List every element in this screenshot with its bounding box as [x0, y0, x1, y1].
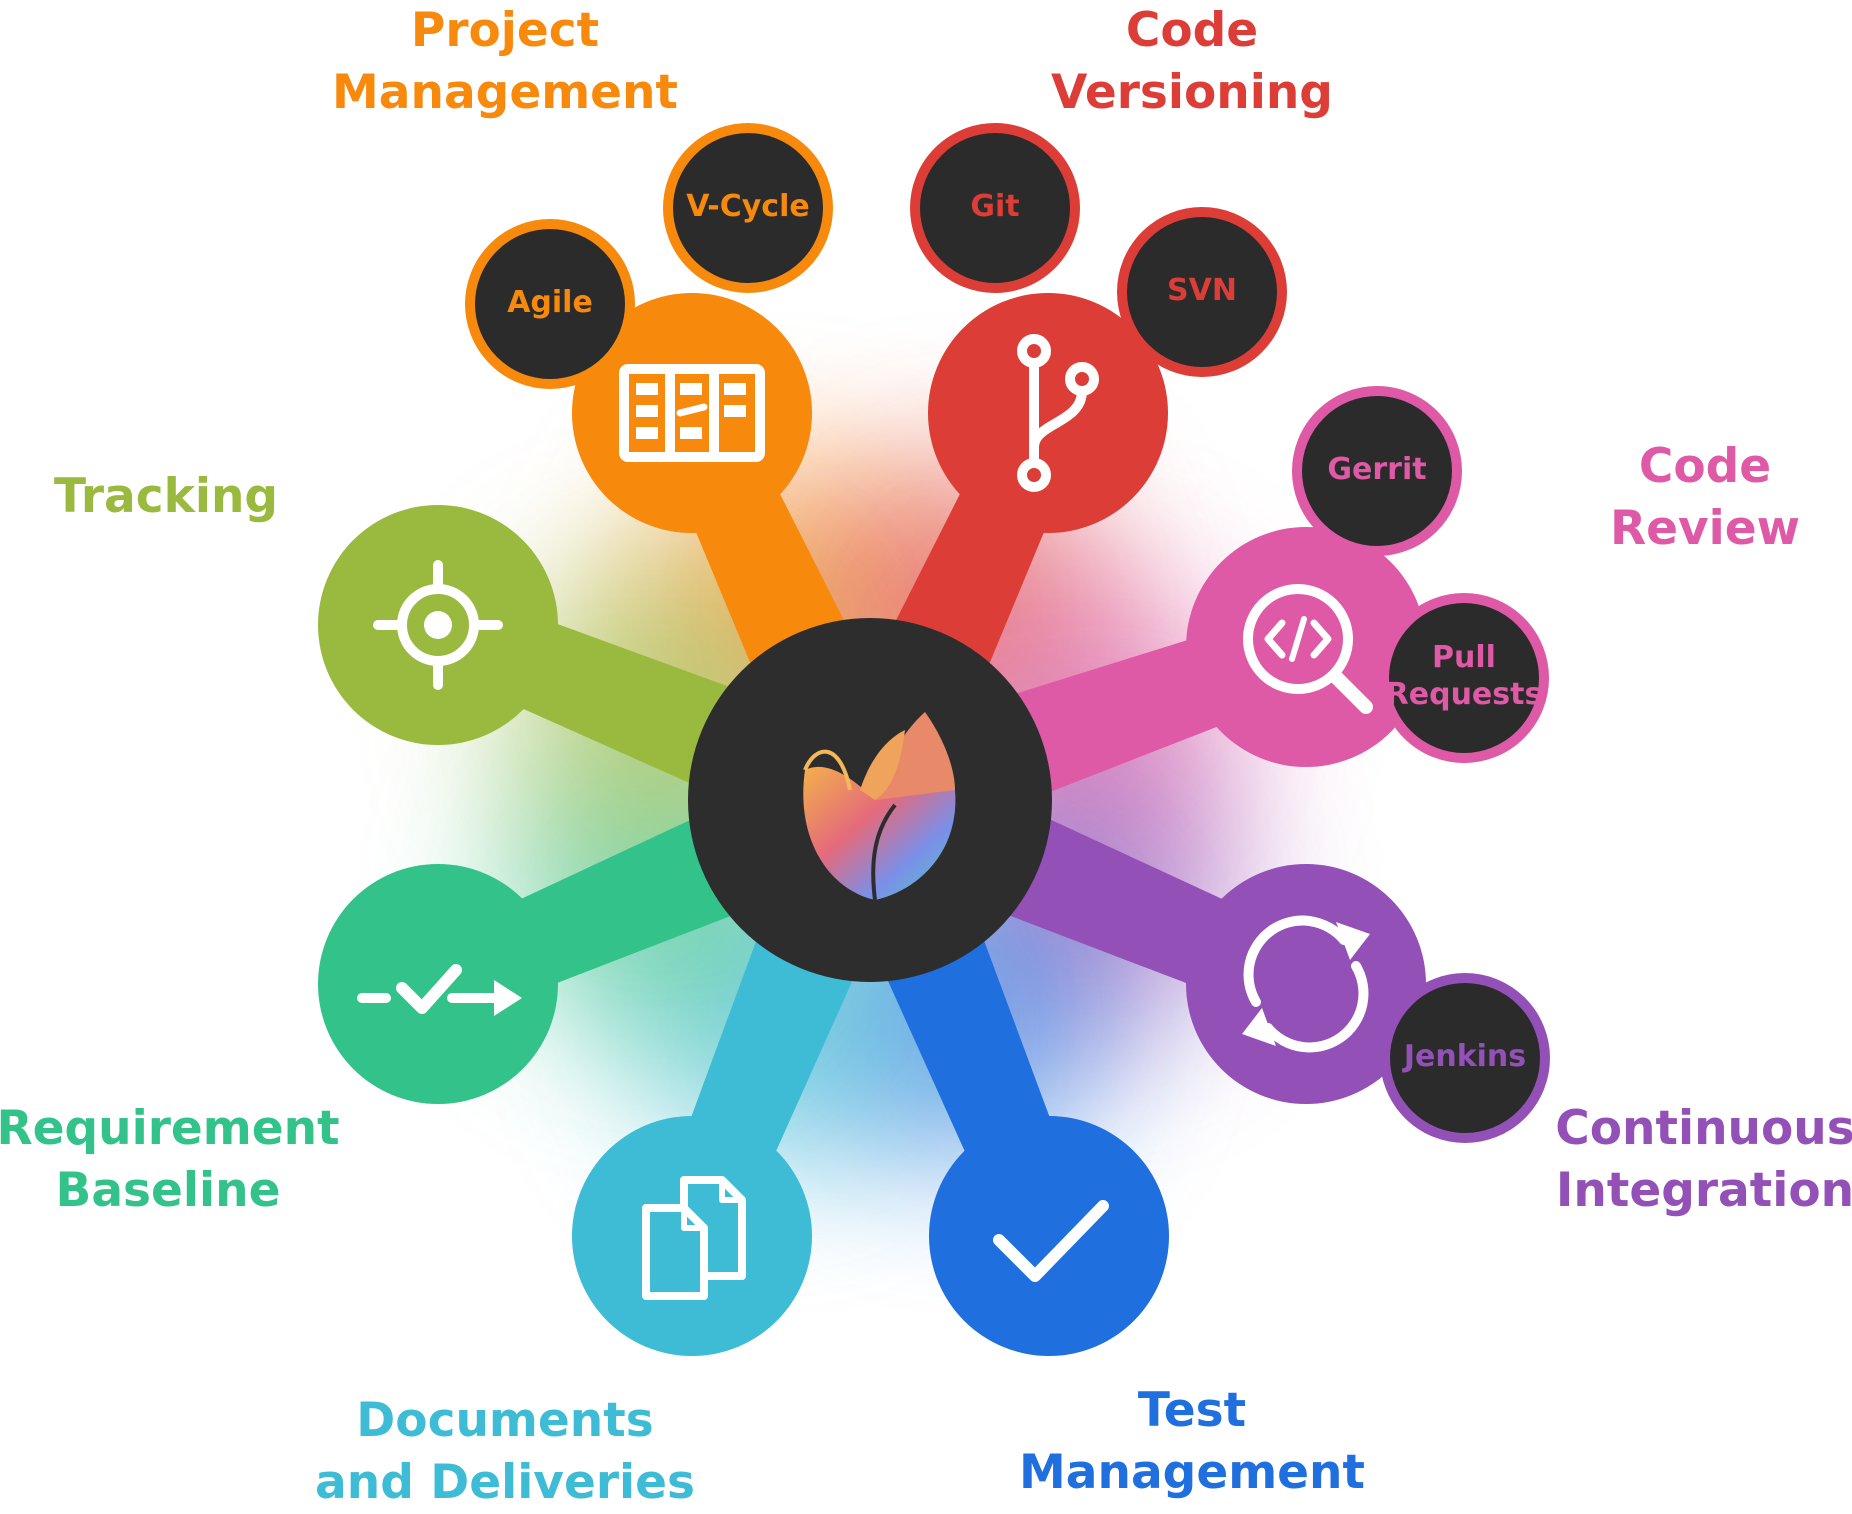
git-branch-icon: [1017, 334, 1099, 492]
baseline-check-arrow-icon: [357, 964, 522, 1016]
tool-bubble-project-management-1[interactable]: [663, 123, 833, 293]
tool-label-line: V-Cycle: [686, 188, 810, 224]
category-node-test-management[interactable]: [929, 1116, 1169, 1356]
category-node-continuous-integration[interactable]: [1186, 864, 1426, 1104]
tool-bubble-continuous-integration-0[interactable]: [1380, 973, 1550, 1143]
tool-label-line: Pull: [1432, 640, 1496, 675]
kanban-board-icon: [619, 364, 765, 462]
checkmark-icon: [993, 1200, 1109, 1282]
tool-bubble-code-versioning-0[interactable]: [910, 123, 1080, 293]
tool-bubble-code-versioning-1[interactable]: [1117, 207, 1287, 377]
category-label-line: Project: [410, 3, 600, 58]
category-label-line: Code: [1638, 439, 1772, 494]
category-label-line: and Deliveries: [315, 1455, 695, 1510]
tool-label: Jenkins: [1365, 1038, 1565, 1075]
category-label-line: Requirement: [0, 1101, 340, 1156]
tulip-logo-icon: [803, 712, 956, 901]
category-label-tracking: Tracking: [0, 466, 376, 528]
tool-bubble-code-review-0[interactable]: [1292, 386, 1462, 556]
documents-icon: [642, 1176, 746, 1300]
category-label-line: Documents: [356, 1393, 654, 1448]
tool-label-line: SVN: [1167, 272, 1237, 308]
category-label-documents-and-deliveries: Documents and Deliveries: [295, 1390, 715, 1514]
code-search-icon: [1243, 584, 1373, 714]
category-label-line: Review: [1609, 501, 1801, 556]
category-label-line: Versioning: [1051, 65, 1333, 120]
category-label-line: Integration: [1555, 1163, 1852, 1218]
category-node-code-versioning[interactable]: [928, 293, 1168, 533]
sync-icon: [1242, 915, 1370, 1053]
tool-label-line: Requests: [1385, 677, 1543, 712]
tool-label-line: Jenkins: [1403, 1038, 1527, 1074]
crosshair-target-icon: [373, 560, 503, 690]
tool-label: V-Cycle: [648, 188, 848, 225]
tool-label-line: Agile: [507, 284, 593, 320]
category-label-line: Tracking: [53, 469, 279, 524]
category-label-line: Code: [1125, 3, 1259, 58]
tool-label: SVN: [1102, 272, 1302, 309]
category-label-line: Management: [1019, 1445, 1365, 1500]
category-label-line: Baseline: [55, 1163, 281, 1218]
tool-bubble-code-review-1[interactable]: [1379, 593, 1549, 763]
category-label-line: Continuous: [1555, 1101, 1852, 1156]
category-label-line: Management: [332, 65, 678, 120]
category-label-line: Test: [1137, 1383, 1247, 1438]
tool-label: Gerrit: [1277, 451, 1477, 488]
tool-label: Git: [895, 188, 1095, 225]
tool-label-line: Gerrit: [1327, 451, 1427, 487]
tool-label: Agile: [450, 284, 650, 321]
tool-label-line: Git: [970, 188, 1020, 224]
tool-bubble-project-management-0[interactable]: [465, 219, 635, 389]
